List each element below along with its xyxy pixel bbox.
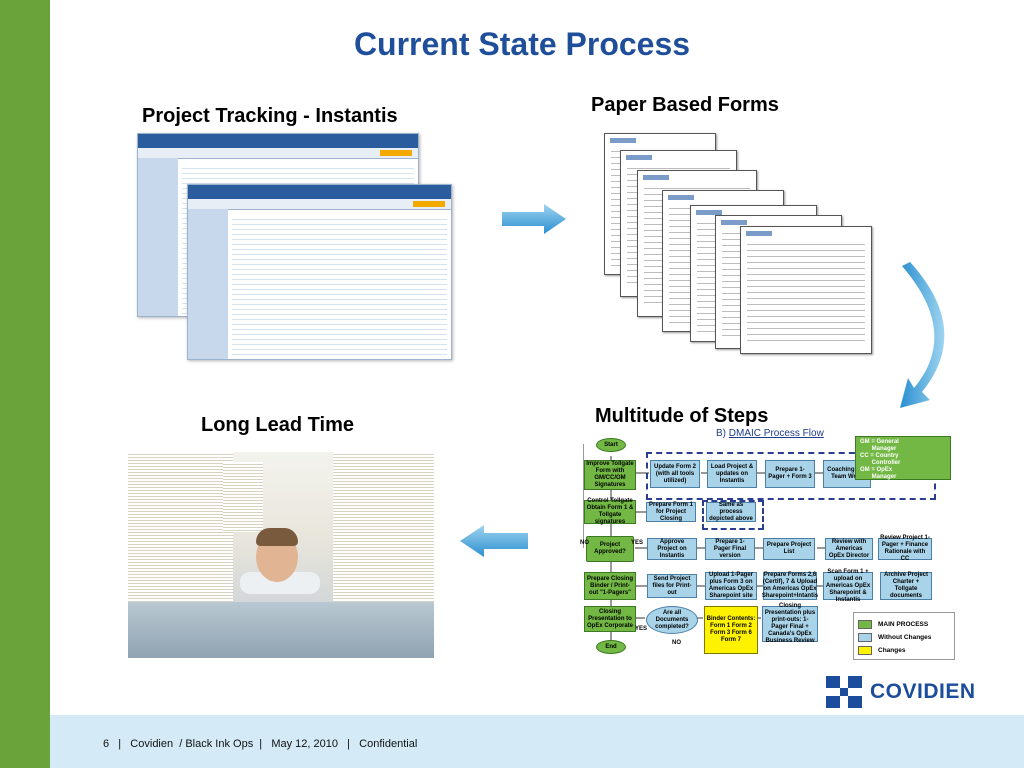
covidien-logo-icon <box>826 676 862 708</box>
node-prepare-forms: Prepare Forms 2,6 (Certif), 7 & Upload o… <box>761 572 819 600</box>
flowchart-legend: MAIN PROCESS Without Changes Changes <box>853 612 955 660</box>
node-upload: Upload 1-Pager plus Form 3 on Americas O… <box>705 572 757 600</box>
node-project-approved: Project Approved? <box>586 536 634 562</box>
node-scan: Scan Form 1 + upload on Americas OpEx Sh… <box>823 569 873 603</box>
instantis-screenshot-front <box>187 184 452 360</box>
node-review-opex: Review with Americas OpEx Director <box>825 538 873 560</box>
node-prepare-list: Prepare Project List <box>763 538 815 560</box>
slide-title: Current State Process <box>353 26 691 62</box>
label-paper-forms: Paper Based Forms <box>591 94 779 116</box>
logo-text: COVIDIEN <box>870 680 976 703</box>
flowchart-title: B) DMAIC Process Flow <box>716 428 824 439</box>
footer-text: 6 | Covidien / Black Ink Ops | May 12, 2… <box>103 738 418 750</box>
arrow-right-icon <box>502 204 566 234</box>
node-same-as: Same as process depicted above <box>706 502 756 522</box>
legend-swatch-without <box>858 632 872 642</box>
node-start: Start <box>596 438 626 452</box>
label-no-2: NO <box>672 640 681 646</box>
legend-swatch-changes <box>858 645 872 655</box>
label-multitude-steps: Multitude of Steps <box>595 405 769 427</box>
paper-stacks-photo <box>128 452 434 658</box>
legend-changes: Changes <box>878 646 906 654</box>
legend-main: MAIN PROCESS <box>878 620 929 628</box>
left-accent-bar <box>0 0 50 768</box>
legend-without-changes: Without Changes <box>878 633 932 641</box>
role-legend: GM = General Manager CC = Country Contro… <box>855 436 951 480</box>
node-update-form2: Update Form 2 (with all tools utilized) <box>650 460 700 488</box>
node-prepare-form1: Prepare Form 1 for Project Closing <box>646 502 696 522</box>
node-binder-contents: Binder Contents: Form 1 Form 2 Form 3 Fo… <box>704 606 758 654</box>
node-prepare-onepager: Prepare 1-Pager + Form 3 <box>765 460 815 488</box>
label-yes-1: YES <box>631 540 644 546</box>
node-control-tollgate: Control Tollgate Obtain Form 1 & Tollgat… <box>584 498 636 525</box>
covidien-logo: COVIDIEN <box>826 676 980 708</box>
node-archive: Archive Project Charter + Tollgate docum… <box>880 572 932 600</box>
node-approve-instantis: Approve Project on Instantis <box>647 538 697 560</box>
node-improve-tollgate: Improve Tollgate Form with GM/CC/OM Sign… <box>584 460 636 490</box>
node-onepager-final: Prepare 1-Pager Final version <box>705 538 755 560</box>
node-review-cc: Review Project 1-Pager + Finance Rationa… <box>878 535 932 562</box>
node-send-files: Send Project files for Print-out <box>647 574 697 598</box>
arrow-left-icon <box>460 525 528 557</box>
node-closing-presentation-2: Closing Presentation plus print-outs: 1-… <box>762 603 818 644</box>
legend-swatch-main <box>858 619 872 629</box>
node-closing-presentation: Closing Presentation to OpEx Corporate <box>584 606 636 632</box>
node-prepare-binder: Prepare Closing Binder / Print-out "1-Pa… <box>584 572 636 600</box>
curved-arrow-down-icon <box>900 262 945 408</box>
label-project-tracking: Project Tracking - Instantis <box>142 105 398 127</box>
footer-band <box>50 715 1024 768</box>
label-yes-2: YES <box>635 626 648 632</box>
node-load-project: Load Project & updates on Instantis <box>707 460 757 488</box>
dashed-group-lower <box>702 500 764 530</box>
node-end: End <box>596 640 626 654</box>
node-all-documents: Are all Documents completed? <box>646 606 698 634</box>
label-no-1: NO <box>580 540 589 546</box>
label-long-lead-time: Long Lead Time <box>201 414 354 436</box>
